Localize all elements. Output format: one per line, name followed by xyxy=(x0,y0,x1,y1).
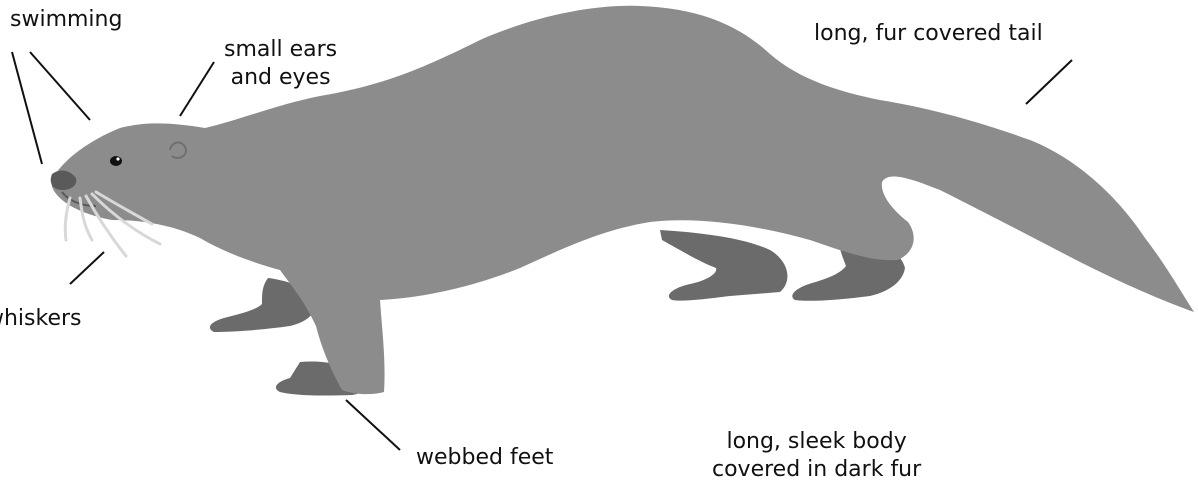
swimming-pointer-1 xyxy=(12,52,42,164)
whiskers-pointer xyxy=(70,252,104,284)
label-swimming: swimming xyxy=(10,6,122,34)
label-tail: long, fur covered tail xyxy=(814,20,1043,48)
label-body-line2: covered in dark fur xyxy=(712,456,921,484)
label-small-ears-line1: small ears xyxy=(224,36,337,64)
label-small-ears-and-eyes: small ears and eyes xyxy=(224,36,337,92)
far-hind-leg xyxy=(660,230,787,301)
ears-pointer xyxy=(180,62,214,116)
swimming-pointer-2 xyxy=(30,52,90,120)
otter-diagram: swimming small ears and eyes long, fur c… xyxy=(0,0,1198,474)
label-whiskers: whiskers xyxy=(0,305,82,333)
feet-pointer xyxy=(346,400,400,450)
label-body: long, sleek body covered in dark fur xyxy=(712,428,921,484)
eye xyxy=(110,156,122,166)
label-small-ears-line2: and eyes xyxy=(224,64,337,92)
label-body-line1: long, sleek body xyxy=(712,428,921,456)
otter-body xyxy=(51,6,1194,394)
otter-illustration xyxy=(0,0,1198,474)
label-webbed-feet: webbed feet xyxy=(416,444,553,472)
tail-pointer xyxy=(1026,60,1072,104)
